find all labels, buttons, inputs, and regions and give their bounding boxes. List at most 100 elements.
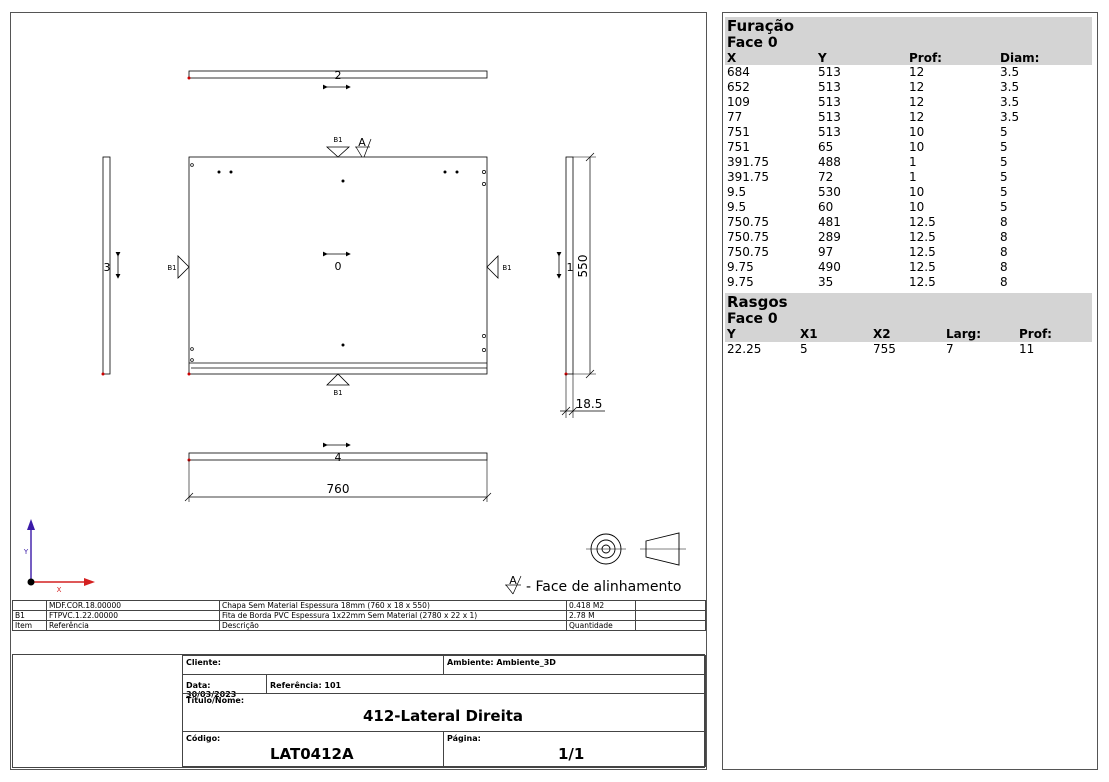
furacao-cell: 391.75: [727, 155, 769, 169]
align-marker: A: [358, 136, 366, 149]
furacao-cell: 488: [818, 155, 841, 169]
furacao-row: 684 513 12 3.5: [725, 65, 1092, 80]
rasgos-column-header: X2: [873, 327, 891, 341]
axis-y-label: Y: [23, 548, 29, 556]
axis-x-label: X: [57, 586, 62, 594]
furacao-cell: 12: [909, 80, 925, 94]
furacao-cell: 3.5: [1000, 65, 1020, 79]
parts-cell: Descrição: [219, 620, 567, 631]
furacao-cell: 513: [818, 65, 841, 79]
furacao-cell: 8: [1000, 245, 1008, 259]
parts-cell: 2.78 M: [566, 610, 636, 621]
furacao-row: 750.75 97 12.5 8: [725, 245, 1092, 260]
furacao-cell: 12.5: [909, 275, 936, 289]
furacao-cell: 12: [909, 95, 925, 109]
title-block: Cliente: Ambiente: Ambiente_3D Data: 30/…: [12, 654, 706, 768]
parts-cell: Quantidade: [566, 620, 636, 631]
furacao-cell: 9.5: [727, 185, 747, 199]
furacao-cell: 490: [818, 260, 841, 274]
furacao-cell: 1: [909, 170, 917, 184]
bottom-edge-label: 4: [335, 451, 342, 464]
band-marker-right: [486, 255, 499, 279]
parts-cell: Chapa Sem Material Espessura 18mm (760 x…: [219, 600, 567, 611]
dim-width: 760: [327, 482, 350, 496]
projection-symbol: [586, 532, 686, 566]
furacao-cell: 35: [818, 275, 834, 289]
furacao-cell: 97: [818, 245, 834, 259]
furacao-column-header: X: [727, 51, 737, 65]
furacao-cell: 5: [1000, 155, 1008, 169]
furacao-cell: 10: [909, 185, 925, 199]
center-label: 0: [335, 260, 342, 273]
furacao-cell: 481: [818, 215, 841, 229]
codigo-value: LAT0412A: [270, 745, 354, 763]
parts-cell: [635, 610, 706, 621]
furacao-cell: 3.5: [1000, 110, 1020, 124]
parts-cell: 0.418 M2: [566, 600, 636, 611]
face-note-marker: A: [509, 574, 517, 587]
pagina-cell: Página:: [443, 731, 706, 767]
face-note: - Face de alinhamento: [526, 579, 681, 595]
furacao-cell: 513: [818, 80, 841, 94]
band-right-label: B1: [502, 264, 511, 272]
top-edge-strip: [188, 70, 488, 79]
rasgos-title: Rasgos: [725, 293, 1092, 311]
parts-cell: MDF.COR.18.00000: [46, 600, 220, 611]
furacao-cell: 652: [727, 80, 750, 94]
bottom-edge-strip: [188, 452, 488, 461]
parts-cell: FTPVC.1.22.00000: [46, 610, 220, 621]
rasgos-column-header: Y: [727, 327, 736, 341]
furacao-cell: 9.75: [727, 260, 754, 274]
titulo-value: 412-Lateral Direita: [363, 707, 524, 725]
furacao-cell: 9.75: [727, 275, 754, 289]
furacao-cell: 5: [1000, 200, 1008, 214]
furacao-cell: 750.75: [727, 245, 769, 259]
furacao-cell: 60: [818, 200, 834, 214]
rasgos-column-header: X1: [800, 327, 818, 341]
right-edge-strip: [565, 156, 574, 375]
furacao-title: Furação: [725, 17, 1092, 35]
furacao-cell: 289: [818, 230, 841, 244]
furacao-cell: 12.5: [909, 245, 936, 259]
furacao-cell: 12.5: [909, 230, 936, 244]
band-top-label: B1: [333, 136, 342, 144]
band-left-label: B1: [167, 264, 176, 272]
band-marker-top: [325, 146, 351, 158]
furacao-cell: 12: [909, 65, 925, 79]
furacao-cell: 750.75: [727, 230, 769, 244]
furacao-cell: 8: [1000, 215, 1008, 229]
furacao-cell: 513: [818, 125, 841, 139]
furacao-cell: 750.75: [727, 215, 769, 229]
holes: [190, 163, 486, 362]
rasgos-cell: 5: [800, 342, 808, 356]
furacao-cell: 5: [1000, 170, 1008, 184]
furacao-cell: 684: [727, 65, 750, 79]
parts-cell: [12, 600, 47, 611]
left-edge-label: 3: [104, 261, 111, 274]
furacao-face: Face 0: [725, 35, 1092, 51]
data-cell: Data: 30/03/2023: [182, 674, 267, 699]
right-edge-label: 1: [567, 261, 574, 274]
furacao-cell: 65: [818, 140, 834, 154]
band-bottom-label: B1: [333, 389, 342, 397]
furacao-cell: 391.75: [727, 170, 769, 184]
furacao-cell: 530: [818, 185, 841, 199]
furacao-cell: 751: [727, 125, 750, 139]
furacao-cell: 12: [909, 110, 925, 124]
dim-height: 550: [576, 255, 590, 278]
drawing-sheet: [10, 12, 707, 770]
furacao-cell: 109: [727, 95, 750, 109]
